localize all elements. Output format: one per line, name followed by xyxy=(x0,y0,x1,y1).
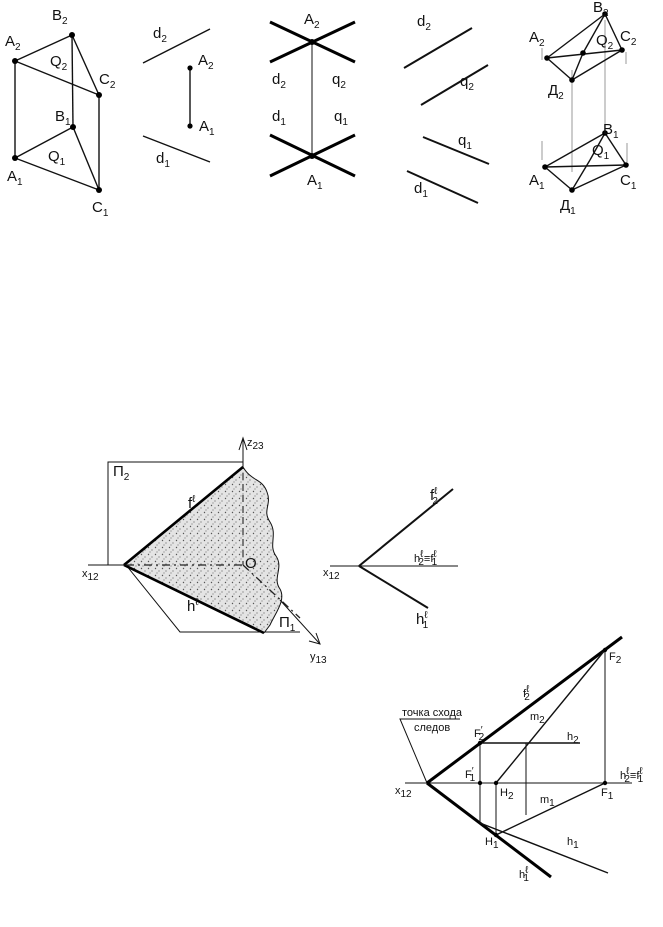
label-q2: Q2 xyxy=(596,32,614,52)
label-c1: C1 xyxy=(92,199,109,219)
label-c2: C2 xyxy=(99,71,116,91)
point-b1 xyxy=(70,124,76,130)
label-d1: d1 xyxy=(156,150,170,170)
label-d2: Д2 xyxy=(548,82,564,102)
point-c1 xyxy=(96,187,102,193)
label-q1: q1 xyxy=(458,132,472,152)
label-z23: z23 xyxy=(247,437,264,452)
label-q2: Q2 xyxy=(50,53,68,73)
point-a2 xyxy=(309,39,315,45)
caption-vanishing-point: точка схода xyxy=(402,707,463,719)
point-b2 xyxy=(602,11,608,17)
label-c1: C1 xyxy=(620,172,637,192)
label-a1: A1 xyxy=(529,172,545,192)
point-f1 xyxy=(602,780,608,786)
label-pi1: П1 xyxy=(279,614,296,634)
caption-traces: следов xyxy=(414,722,450,734)
figure-4-parallel-lines: d2 q2 q1 d1 xyxy=(403,13,490,204)
point-c1 xyxy=(623,162,629,168)
label-a2: A2 xyxy=(5,33,21,53)
label-d2: d2 xyxy=(417,13,431,33)
label-c2: C2 xyxy=(620,28,637,48)
label-h1: h1 xyxy=(567,836,579,851)
point-f1-prime xyxy=(477,780,483,786)
label-d1: Д1 xyxy=(560,197,576,217)
label-q2: q2 xyxy=(332,71,346,91)
label-a1: A1 xyxy=(7,168,23,188)
label-f2: F2 xyxy=(609,651,622,666)
label-d2: d2 xyxy=(153,25,167,45)
label-h2-point: H2 xyxy=(500,787,514,802)
label-d2: d2 xyxy=(272,71,286,91)
label-a2: A2 xyxy=(529,29,545,49)
label-m1: m1 xyxy=(540,794,555,809)
label-a1: A1 xyxy=(199,118,215,138)
point-a1 xyxy=(12,155,18,161)
point-f2-prime xyxy=(477,740,483,746)
label-h-trace: hℓ xyxy=(187,597,199,615)
figure-5-plane-point: B2 A2 Q2 C2 Д2 B1 Q1 A1 C1 Д1 xyxy=(529,0,637,217)
point-d1 xyxy=(569,187,575,193)
label-a1: A1 xyxy=(307,172,323,192)
label-f2-prime: F′2 xyxy=(474,725,485,743)
label-q2: q2 xyxy=(460,73,474,93)
label-q1: Q1 xyxy=(48,148,66,168)
label-x12: x12 xyxy=(323,567,340,582)
figure-6-spatial-plane: П2 z23 x12 y13 fℓ hℓ O П1 xyxy=(82,436,327,666)
point-b2 xyxy=(69,32,75,38)
point-a1 xyxy=(309,153,315,159)
point-d2 xyxy=(569,77,575,83)
point-a1 xyxy=(542,164,548,170)
label-x12: x12 xyxy=(395,785,412,800)
point-q2 xyxy=(580,50,586,56)
label-q1: q1 xyxy=(334,108,348,128)
point-c2 xyxy=(96,92,102,98)
figure-2-point-and-line: d2 A2 A1 d1 xyxy=(142,25,215,170)
label-b1: B1 xyxy=(603,121,619,141)
point-a2 xyxy=(544,55,550,61)
label-q1: Q1 xyxy=(592,142,610,162)
point-a1 xyxy=(187,123,193,129)
label-h2: h2 xyxy=(567,731,579,746)
label-m2: m2 xyxy=(530,711,545,726)
point-a2 xyxy=(12,58,18,64)
point-h2 xyxy=(493,780,499,786)
label-x12: x12 xyxy=(82,568,99,583)
point-a2 xyxy=(187,65,193,71)
label-a2: A2 xyxy=(304,11,320,31)
label-pi2: П2 xyxy=(113,463,130,483)
figure-1-prism: B2 A2 Q2 C2 B1 Q1 A1 C1 xyxy=(5,7,116,219)
figure-3-intersecting-lines: A2 d2 q2 d1 q1 A1 xyxy=(269,11,356,192)
label-b1: B1 xyxy=(55,108,71,128)
label-a2: A2 xyxy=(198,52,214,72)
label-y13: y13 xyxy=(310,651,327,666)
label-f1-prime: F′1 xyxy=(465,766,476,784)
point-c2 xyxy=(619,47,625,53)
label-f-trace: fℓ xyxy=(188,494,196,512)
label-b2: B2 xyxy=(593,0,609,19)
label-b2: B2 xyxy=(52,7,68,27)
label-origin: O xyxy=(245,555,257,572)
label-d1: d1 xyxy=(414,180,428,200)
point-b1 xyxy=(602,130,608,136)
plane-shading xyxy=(124,467,282,633)
label-f1: F1 xyxy=(601,787,614,802)
point-f2 xyxy=(602,647,608,653)
label-h1-point: H1 xyxy=(485,836,499,851)
label-d1: d1 xyxy=(272,108,286,128)
point-h1 xyxy=(493,832,499,838)
